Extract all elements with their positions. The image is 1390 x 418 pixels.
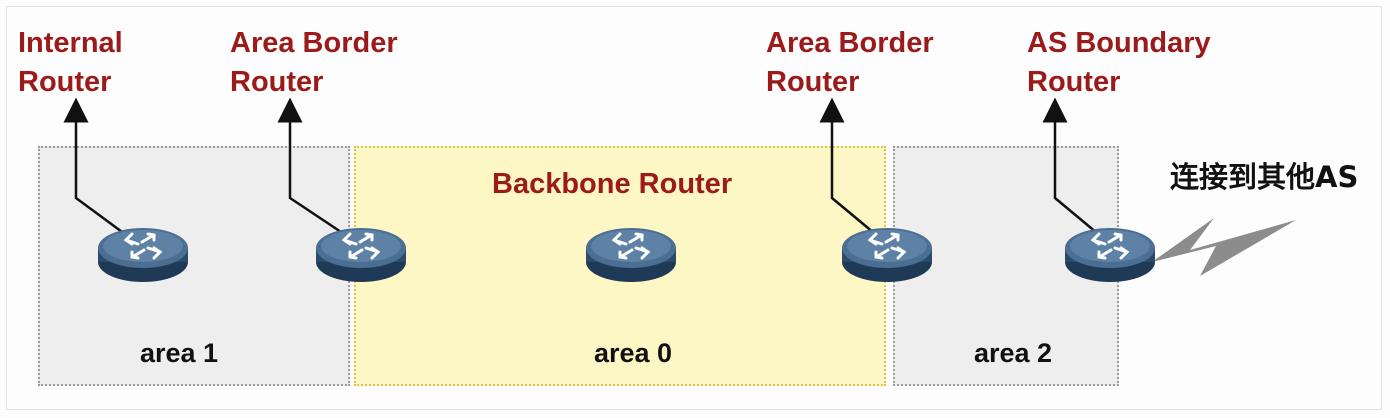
asbr-pointer	[1042, 97, 1104, 239]
area-1-label: area 1	[140, 338, 219, 368]
area-border-router-right-label: Area Border Router	[766, 24, 934, 102]
external-as-label: 连接到其他AS	[1170, 160, 1359, 194]
internal-router-pointer	[63, 97, 134, 242]
router-icon	[842, 228, 932, 282]
area-border-router-right-label-line2: Router	[766, 66, 860, 98]
area-border-router-left-label: Area Border Router	[230, 24, 398, 102]
area-border-router-right-label-line1: Area Border	[766, 27, 934, 59]
as-boundary-router-label: AS Boundary Router	[1027, 24, 1211, 102]
area-border-router-left-label-line1: Area Border	[230, 27, 398, 59]
area-2-label: area 2	[974, 338, 1053, 368]
router-icon	[586, 228, 676, 282]
router-icon	[98, 228, 188, 282]
lightning-link-icon	[1152, 218, 1296, 276]
router-icon	[316, 228, 406, 282]
backbone-router-label: Backbone Router	[492, 168, 733, 200]
internal-router-label-line1: Internal	[18, 27, 123, 59]
internal-router-label: Internal Router	[18, 24, 123, 102]
abr-left-pointer	[277, 97, 351, 240]
area-border-router-left-label-line2: Router	[230, 66, 324, 98]
area-1-box	[38, 146, 350, 386]
diagram-frame	[6, 6, 1382, 410]
as-boundary-router-label-line1: AS Boundary	[1027, 27, 1211, 59]
router-icon	[1065, 228, 1155, 282]
abr-right-pointer	[819, 97, 881, 239]
as-boundary-router-label-line2: Router	[1027, 66, 1121, 98]
area-0-label: area 0	[594, 338, 673, 368]
internal-router-label-line2: Router	[18, 66, 112, 98]
